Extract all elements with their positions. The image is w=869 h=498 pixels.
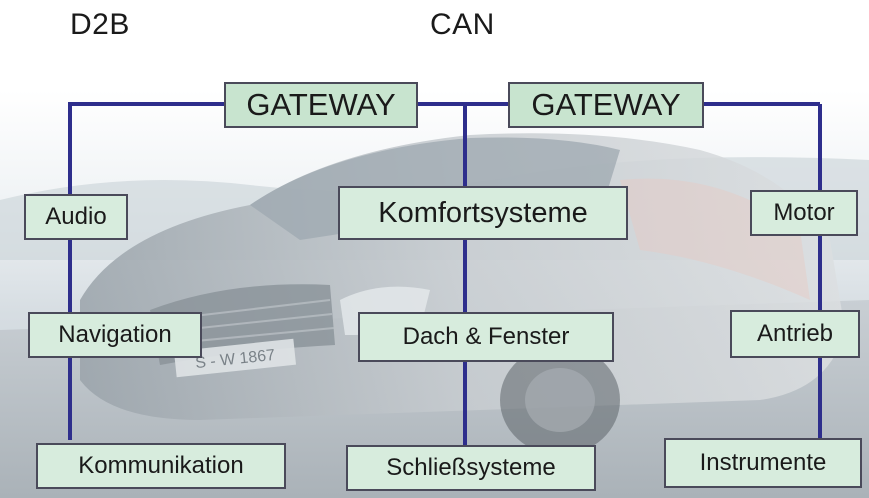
gateway-left-box: GATEWAY [224,82,418,128]
gateway-right-box: GATEWAY [508,82,704,128]
kommunikation-box: Kommunikation [36,443,286,489]
dach-fenster-box: Dach & Fenster [358,312,614,362]
can-header: CAN [430,8,495,41]
d2b-header: D2B [70,8,130,41]
bus-lines [68,102,822,448]
komfortsysteme-box: Komfortsysteme [338,186,628,240]
motor-box: Motor [750,190,858,236]
instrumente-box: Instrumente [664,438,862,488]
navigation-box: Navigation [28,312,202,358]
schliesssysteme-box: Schließsysteme [346,445,596,491]
antrieb-box: Antrieb [730,310,860,358]
audio-box: Audio [24,194,128,240]
